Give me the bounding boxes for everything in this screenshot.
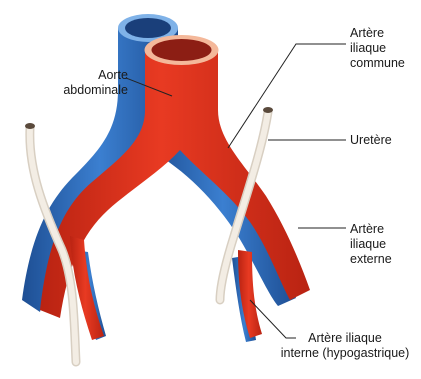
label-line: Uretère [350,133,392,148]
label-internal-iliac-artery: Artère iliaque interne (hypogastrique) [265,331,421,361]
vena-cava-lumen [125,18,171,38]
ureter-right-opening [263,107,273,113]
label-common-iliac-artery: Artère iliaque commune [350,26,405,71]
label-line: iliaque [350,237,392,252]
label-abdominal-aorta: Aorte abdominale [28,68,128,98]
aorta-lumen [152,39,212,61]
ureter-left-opening [25,123,35,129]
label-line: Artère iliaque [265,331,421,346]
label-line: interne (hypogastrique) [265,346,421,361]
label-line: iliaque [350,41,405,56]
label-ureter: Uretère [350,133,392,148]
label-line: abdominale [28,83,128,98]
label-line: Artère [350,222,392,237]
label-external-iliac-artery: Artère iliaque externe [350,222,392,267]
label-line: externe [350,252,392,267]
label-line: commune [350,56,405,71]
leader-common-iliac [228,44,346,148]
label-line: Aorte [28,68,128,83]
label-line: Artère [350,26,405,41]
